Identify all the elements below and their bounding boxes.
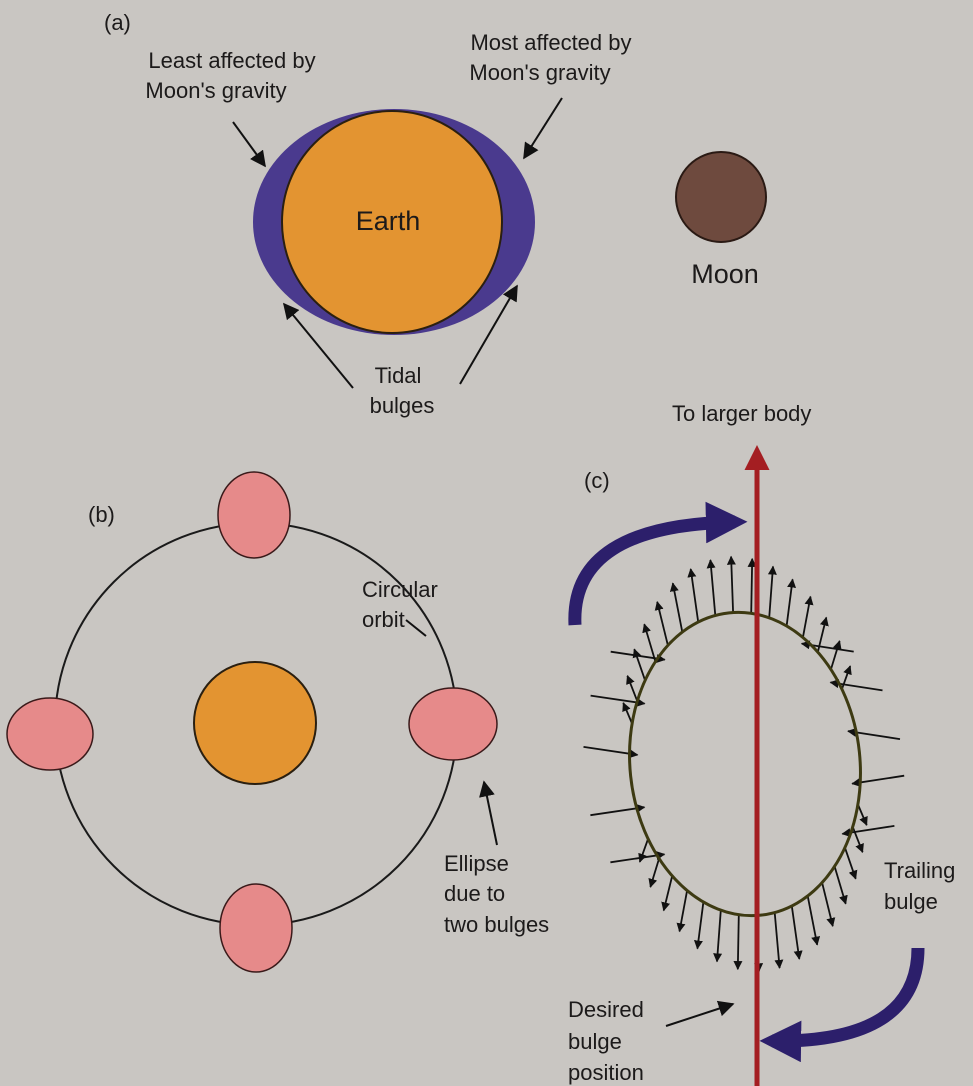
most-affected-label-line1: Most affected by — [470, 30, 631, 55]
tidal-force-arrow — [858, 804, 867, 825]
least-affected-arrow — [233, 122, 265, 166]
tidal-force-arrow — [650, 859, 659, 888]
tidal-force-arrow — [775, 913, 780, 968]
tidal-force-arrow — [710, 560, 715, 615]
bulge-ellipse-left — [7, 698, 93, 770]
tidal-force-arrow — [738, 915, 739, 970]
bulge-ellipse-top — [218, 472, 290, 558]
most-affected-label-line2: Moon's gravity — [469, 60, 610, 85]
bulge-ellipse-right — [409, 688, 497, 760]
trailing-bulge-label-line2: bulge — [884, 889, 938, 914]
tidal-bulges-label-line1: Tidal — [375, 363, 422, 388]
tidal-force-arrow — [831, 641, 840, 670]
ellipse-label-line3: two bulges — [444, 912, 549, 937]
tidal-force-arrow — [803, 597, 811, 638]
panel-a: (a) Earth Moon Least affected by Moon's … — [104, 10, 766, 418]
panel-a-label: (a) — [104, 10, 131, 35]
tidal-force-arrow — [673, 583, 683, 632]
tidal-force-arrow — [680, 891, 688, 932]
panel-c: (c) To larger body Trailing bulge Desire… — [568, 401, 955, 1086]
tidal-force-arrow — [691, 569, 699, 622]
central-body — [194, 662, 316, 784]
tidal-force-arrow — [808, 896, 818, 945]
ellipse-pointer-arrow — [484, 782, 497, 845]
ellipse-label-line2: due to — [444, 881, 505, 906]
panel-c-label: (c) — [584, 468, 610, 493]
moon-label: Moon — [691, 259, 759, 289]
tidal-force-arrow — [664, 876, 673, 911]
desired-bulge-label-line1: Desired — [568, 997, 644, 1022]
circular-orbit-pointer — [406, 620, 426, 636]
most-affected-arrow — [524, 98, 562, 158]
tidal-force-arrow — [623, 703, 632, 724]
panel-b-label: (b) — [88, 502, 115, 527]
least-affected-label-line1: Least affected by — [148, 48, 315, 73]
tidal-force-arrow — [627, 676, 637, 701]
tidal-force-arrow — [634, 649, 645, 680]
tidal-bulges-label-line2: bulges — [370, 393, 435, 418]
rotation-arrow-bottom — [772, 948, 918, 1041]
tidal-force-arrow — [751, 559, 752, 614]
ellipse-label-line1: Ellipse — [444, 851, 509, 876]
trailing-bulge-label-line1: Trailing — [884, 858, 955, 883]
tidal-force-arrow — [769, 567, 773, 618]
moon-circle — [676, 152, 766, 242]
tidal-force-arrow — [731, 557, 733, 613]
tidal-force-arrow — [644, 624, 655, 661]
bulge-ellipse-bottom — [220, 884, 292, 972]
panel-b: (b) Circular orbit Ellipse due to two bu… — [7, 472, 549, 972]
earth-label: Earth — [356, 206, 421, 236]
desired-bulge-pointer-arrow — [666, 1004, 733, 1026]
circular-orbit-label-line2: orbit — [362, 607, 405, 632]
desired-bulge-label-line2: bulge — [568, 1029, 622, 1054]
tidal-force-arrow — [717, 910, 721, 961]
circular-orbit-label-line1: Circular — [362, 577, 438, 602]
tidal-force-arrow — [835, 866, 846, 903]
least-affected-label-line2: Moon's gravity — [145, 78, 286, 103]
to-larger-body-label: To larger body — [672, 401, 811, 426]
tidal-force-arrow — [792, 906, 800, 959]
tidal-force-arrow — [657, 602, 668, 646]
tidal-force-arrow — [697, 902, 703, 949]
tidal-force-arrow — [845, 848, 856, 879]
tidal-force-arrow — [822, 883, 833, 927]
tidal-force-arrow — [787, 579, 793, 626]
desired-bulge-label-line3: position — [568, 1060, 644, 1085]
tidal-force-arrows — [584, 557, 905, 972]
